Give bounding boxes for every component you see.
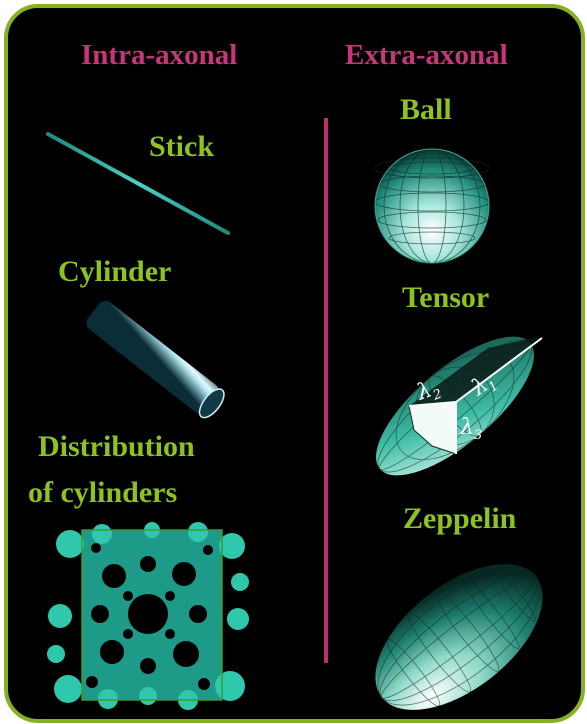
diagram-panel: Intra-axonal Extra-axonal Stick Cylinder xyxy=(4,4,585,723)
tensor-label: Tensor xyxy=(402,281,489,315)
zeppelin-figure xyxy=(370,566,548,708)
cylinder-label: Cylinder xyxy=(58,255,171,289)
column-divider xyxy=(324,118,328,663)
cylinder-figure xyxy=(80,304,230,424)
distribution-label-line1: Distribution xyxy=(38,430,195,464)
cylinder-distribution-figure xyxy=(48,524,248,706)
stick-label: Stick xyxy=(149,130,214,164)
intra-axonal-header: Intra-axonal xyxy=(81,39,237,72)
distribution-label-line2: of cylinders xyxy=(28,476,177,510)
tensor-figure: λ1 λ2 λ3 xyxy=(360,330,550,482)
extra-axonal-header: Extra-axonal xyxy=(345,39,508,72)
zeppelin-label: Zeppelin xyxy=(403,502,516,536)
ball-label: Ball xyxy=(400,93,452,127)
ball-figure xyxy=(372,146,492,266)
